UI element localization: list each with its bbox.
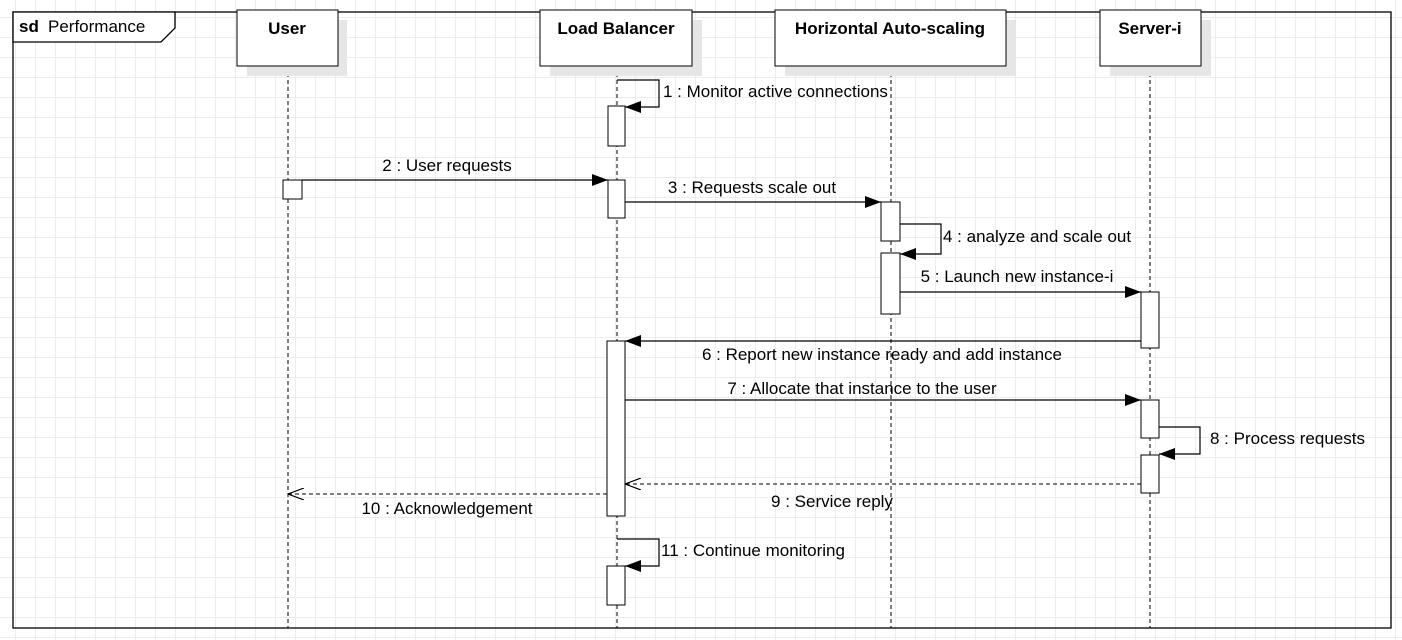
message-label: 7 : Allocate that instance to the user (727, 379, 997, 398)
message-9[interactable]: 9 : Service reply (625, 484, 1141, 511)
interaction-frame (12, 11, 1392, 629)
message-label: 9 : Service reply (771, 492, 893, 511)
frame-name: Performance (48, 17, 145, 36)
message-10[interactable]: 10 : Acknowledgement (288, 494, 607, 518)
frame-label-tab (12, 11, 176, 43)
activation-bar[interactable] (606, 340, 626, 517)
lifeline-has[interactable]: Horizontal Auto-scaling (774, 9, 1016, 76)
message-8[interactable]: 8 : Process requests (1159, 426, 1365, 460)
message-label: 6 : Report new instance ready and add in… (702, 345, 1062, 364)
message-label: 2 : User requests (382, 156, 511, 175)
activation-bars (282, 105, 1160, 606)
lifeline-user[interactable]: User (236, 9, 347, 76)
message-5[interactable]: 5 : Launch new instance-i (900, 267, 1141, 298)
lifeline-has-label: Horizontal Auto-scaling (795, 19, 985, 38)
message-label: 1 : Monitor active connections (663, 82, 888, 101)
activation-bar[interactable] (1140, 454, 1160, 494)
lifeline-user-label: User (268, 19, 306, 38)
activation-bar[interactable] (880, 201, 901, 242)
message-label: 8 : Process requests (1210, 429, 1365, 448)
activation-bar[interactable] (606, 565, 626, 606)
message-2[interactable]: 2 : User requests (302, 156, 608, 186)
message-6[interactable]: 6 : Report new instance ready and add in… (625, 335, 1141, 364)
lifeline-lb-label: Load Balancer (557, 19, 675, 38)
message-label: 5 : Launch new instance-i (921, 267, 1114, 286)
activation-bar[interactable] (607, 179, 626, 219)
activation-bar[interactable] (880, 252, 901, 315)
activation-bar[interactable] (607, 105, 626, 147)
message-label: 4 : analyze and scale out (943, 227, 1131, 246)
frame-keyword: sd (19, 17, 39, 36)
message-label: 11 : Continue monitoring (661, 541, 845, 560)
activation-bar[interactable] (1140, 399, 1160, 439)
message-1[interactable]: 1 : Monitor active connections (617, 79, 888, 113)
lifeline-lb[interactable]: Load Balancer (539, 9, 702, 76)
lifeline-server-label: Server-i (1118, 19, 1181, 38)
message-3[interactable]: 3 : Requests scale out (625, 178, 881, 208)
message-label: 10 : Acknowledgement (361, 499, 532, 518)
activation-bar[interactable] (1140, 291, 1160, 349)
message-7[interactable]: 7 : Allocate that instance to the user (625, 379, 1141, 406)
message-label: 3 : Requests scale out (668, 178, 836, 197)
lifeline-server[interactable]: Server-i (1099, 9, 1211, 76)
message-11[interactable]: 11 : Continue monitoring (617, 538, 845, 572)
activation-bar[interactable] (282, 179, 303, 200)
message-4[interactable]: 4 : analyze and scale out (900, 223, 1131, 260)
